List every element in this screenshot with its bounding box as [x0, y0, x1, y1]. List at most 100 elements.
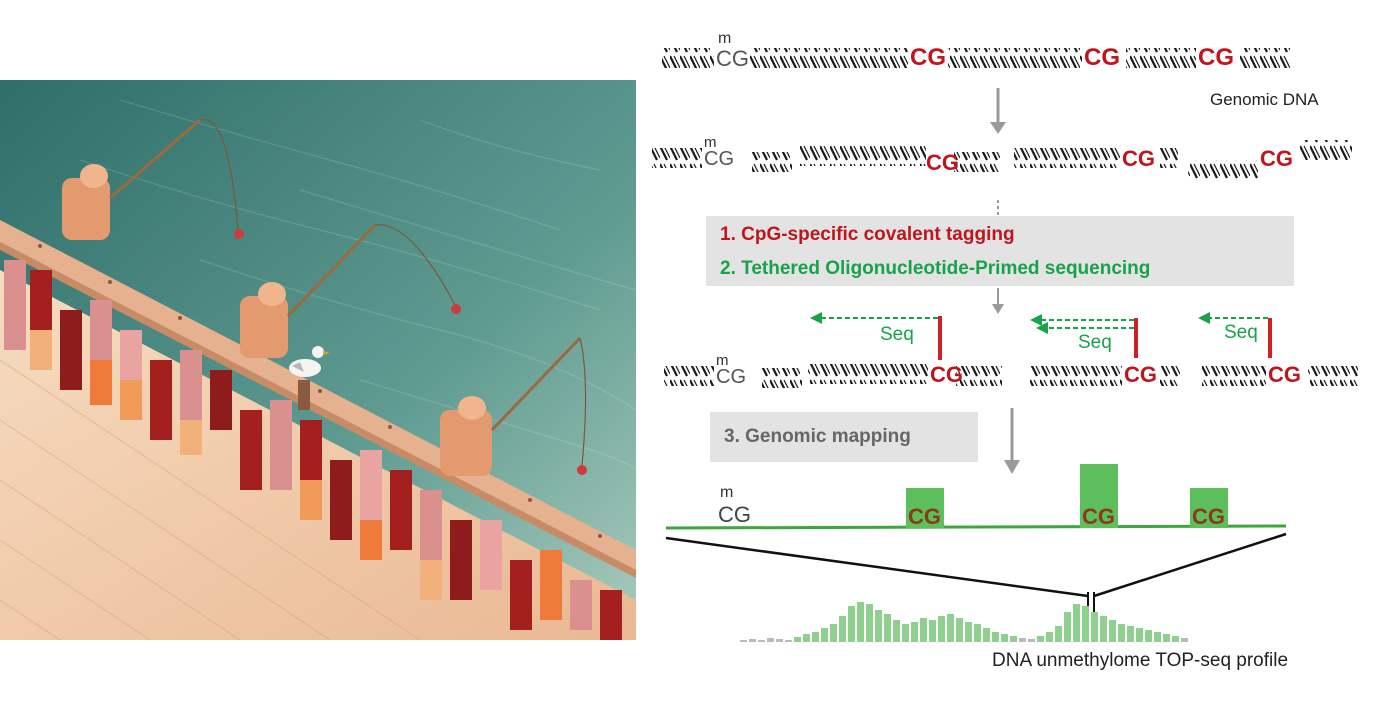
profile-bar — [1037, 636, 1044, 642]
genome-track — [665, 524, 1287, 530]
profile-bar — [758, 640, 765, 642]
peak-2 — [1080, 464, 1118, 528]
cpg-label-6: CG — [1260, 146, 1293, 171]
fisherman-1 — [62, 118, 244, 240]
profile-bar — [1136, 628, 1143, 642]
peak-3 — [1190, 488, 1228, 528]
profile-bar — [1118, 624, 1125, 642]
seq-label-3: Seq — [1224, 322, 1258, 343]
dna-strands — [652, 48, 1358, 642]
tagged-fragments — [664, 364, 1358, 388]
unmethylome-profile — [740, 602, 1188, 642]
profile-bar — [812, 632, 819, 642]
cpg-label-5: CG — [1122, 146, 1155, 171]
dna-bar-posts — [4, 260, 622, 640]
profile-bar — [839, 616, 846, 642]
fishing-pier-illustration — [0, 80, 642, 641]
genomic-dna-label: Genomic DNA — [1210, 90, 1319, 109]
mcg-label-3: CG — [716, 366, 746, 388]
step3-box — [710, 412, 978, 462]
methyl-mark-1: m — [718, 30, 732, 47]
top-seq-diagram: m CG CG CG CG Genomic DNA m CG CG CG CG … — [640, 0, 1376, 720]
step3-label: 3. Genomic mapping — [724, 426, 911, 447]
seq-label-2: Seq — [1078, 332, 1112, 353]
seq-label-1: Seq — [880, 324, 914, 345]
profile-bar — [1001, 634, 1008, 642]
pier-scene — [0, 80, 642, 641]
step2-label: 2. Tethered Oligonucleotide-Primed seque… — [720, 258, 1151, 279]
profile-bar — [1064, 612, 1071, 642]
profile-bar — [794, 637, 801, 642]
profile-label: DNA unmethylome TOP-seq profile — [992, 650, 1289, 671]
steps-box — [706, 216, 1294, 286]
profile-bar — [938, 616, 945, 642]
seagull-icon — [289, 346, 330, 410]
profile-bar — [740, 640, 747, 642]
cpg-label-9: CG — [1268, 362, 1301, 387]
cpg-label-1: CG — [910, 44, 946, 71]
profile-bar — [992, 632, 999, 642]
profile-bar — [893, 620, 900, 642]
profile-bar — [920, 618, 927, 642]
profile-bar — [1091, 612, 1098, 642]
cpg-label-8: CG — [1124, 362, 1157, 387]
profile-bar — [983, 628, 990, 642]
profile-bar — [1010, 636, 1017, 642]
profile-bar — [1019, 638, 1026, 642]
cpg-label-7: CG — [930, 362, 963, 387]
pier-railing-icon — [0, 220, 636, 570]
profile-bar — [929, 620, 936, 642]
profile-bar — [776, 639, 783, 642]
cpg-label-2: CG — [1084, 44, 1120, 71]
mcg-label-1: CG — [716, 46, 749, 71]
profile-bar — [1181, 638, 1188, 642]
profile-bar — [902, 624, 909, 642]
methyl-mark-2: m — [704, 134, 717, 151]
bobber-3 — [577, 465, 587, 475]
deck-planks — [0, 359, 421, 641]
profile-bar — [848, 606, 855, 642]
profile-bar — [1100, 616, 1107, 642]
profile-bar — [1109, 620, 1116, 642]
zoom-line-left — [665, 536, 1089, 598]
profile-bar — [1073, 604, 1080, 642]
genomic-dna-strand — [662, 48, 1290, 68]
profile-bar — [956, 618, 963, 642]
profile-bar — [866, 604, 873, 642]
profile-bar — [1055, 626, 1062, 642]
profile-bar — [749, 639, 756, 642]
fisherman-3 — [440, 336, 587, 476]
methyl-mark-3: m — [716, 352, 729, 369]
zoom-line-right — [1093, 532, 1287, 598]
profile-bar — [911, 622, 918, 642]
profile-bar — [803, 634, 810, 642]
seq-arrows — [818, 317, 1268, 329]
profile-bar — [947, 614, 954, 642]
bobber-1 — [234, 229, 244, 239]
peak-cpg-3: CG — [1192, 504, 1225, 529]
profile-bar — [1028, 639, 1035, 642]
profile-bar — [965, 622, 972, 642]
peak-1 — [906, 488, 944, 528]
profile-bar — [974, 624, 981, 642]
mcg-label-2: CG — [704, 148, 734, 170]
profile-bar — [830, 624, 837, 642]
peak-cpg-1: CG — [908, 504, 941, 529]
profile-bar — [785, 640, 792, 642]
step1-label: 1. CpG-specific covalent tagging — [720, 224, 1015, 245]
bobber-2 — [451, 304, 461, 314]
profile-bar — [1172, 636, 1179, 642]
profile-bar — [1127, 626, 1134, 642]
profile-bar — [1163, 634, 1170, 642]
profile-bar — [1082, 606, 1089, 642]
profile-bar — [857, 602, 864, 642]
profile-bar — [1145, 630, 1152, 642]
methyl-mark-4: m — [720, 484, 734, 501]
fisherman-2 — [240, 223, 461, 358]
cpg-label-3: CG — [1198, 44, 1234, 71]
profile-bar — [767, 638, 774, 642]
profile-bar — [875, 610, 882, 642]
profile-bar — [821, 628, 828, 642]
profile-bar — [1154, 632, 1161, 642]
covalent-tags — [938, 316, 1272, 360]
